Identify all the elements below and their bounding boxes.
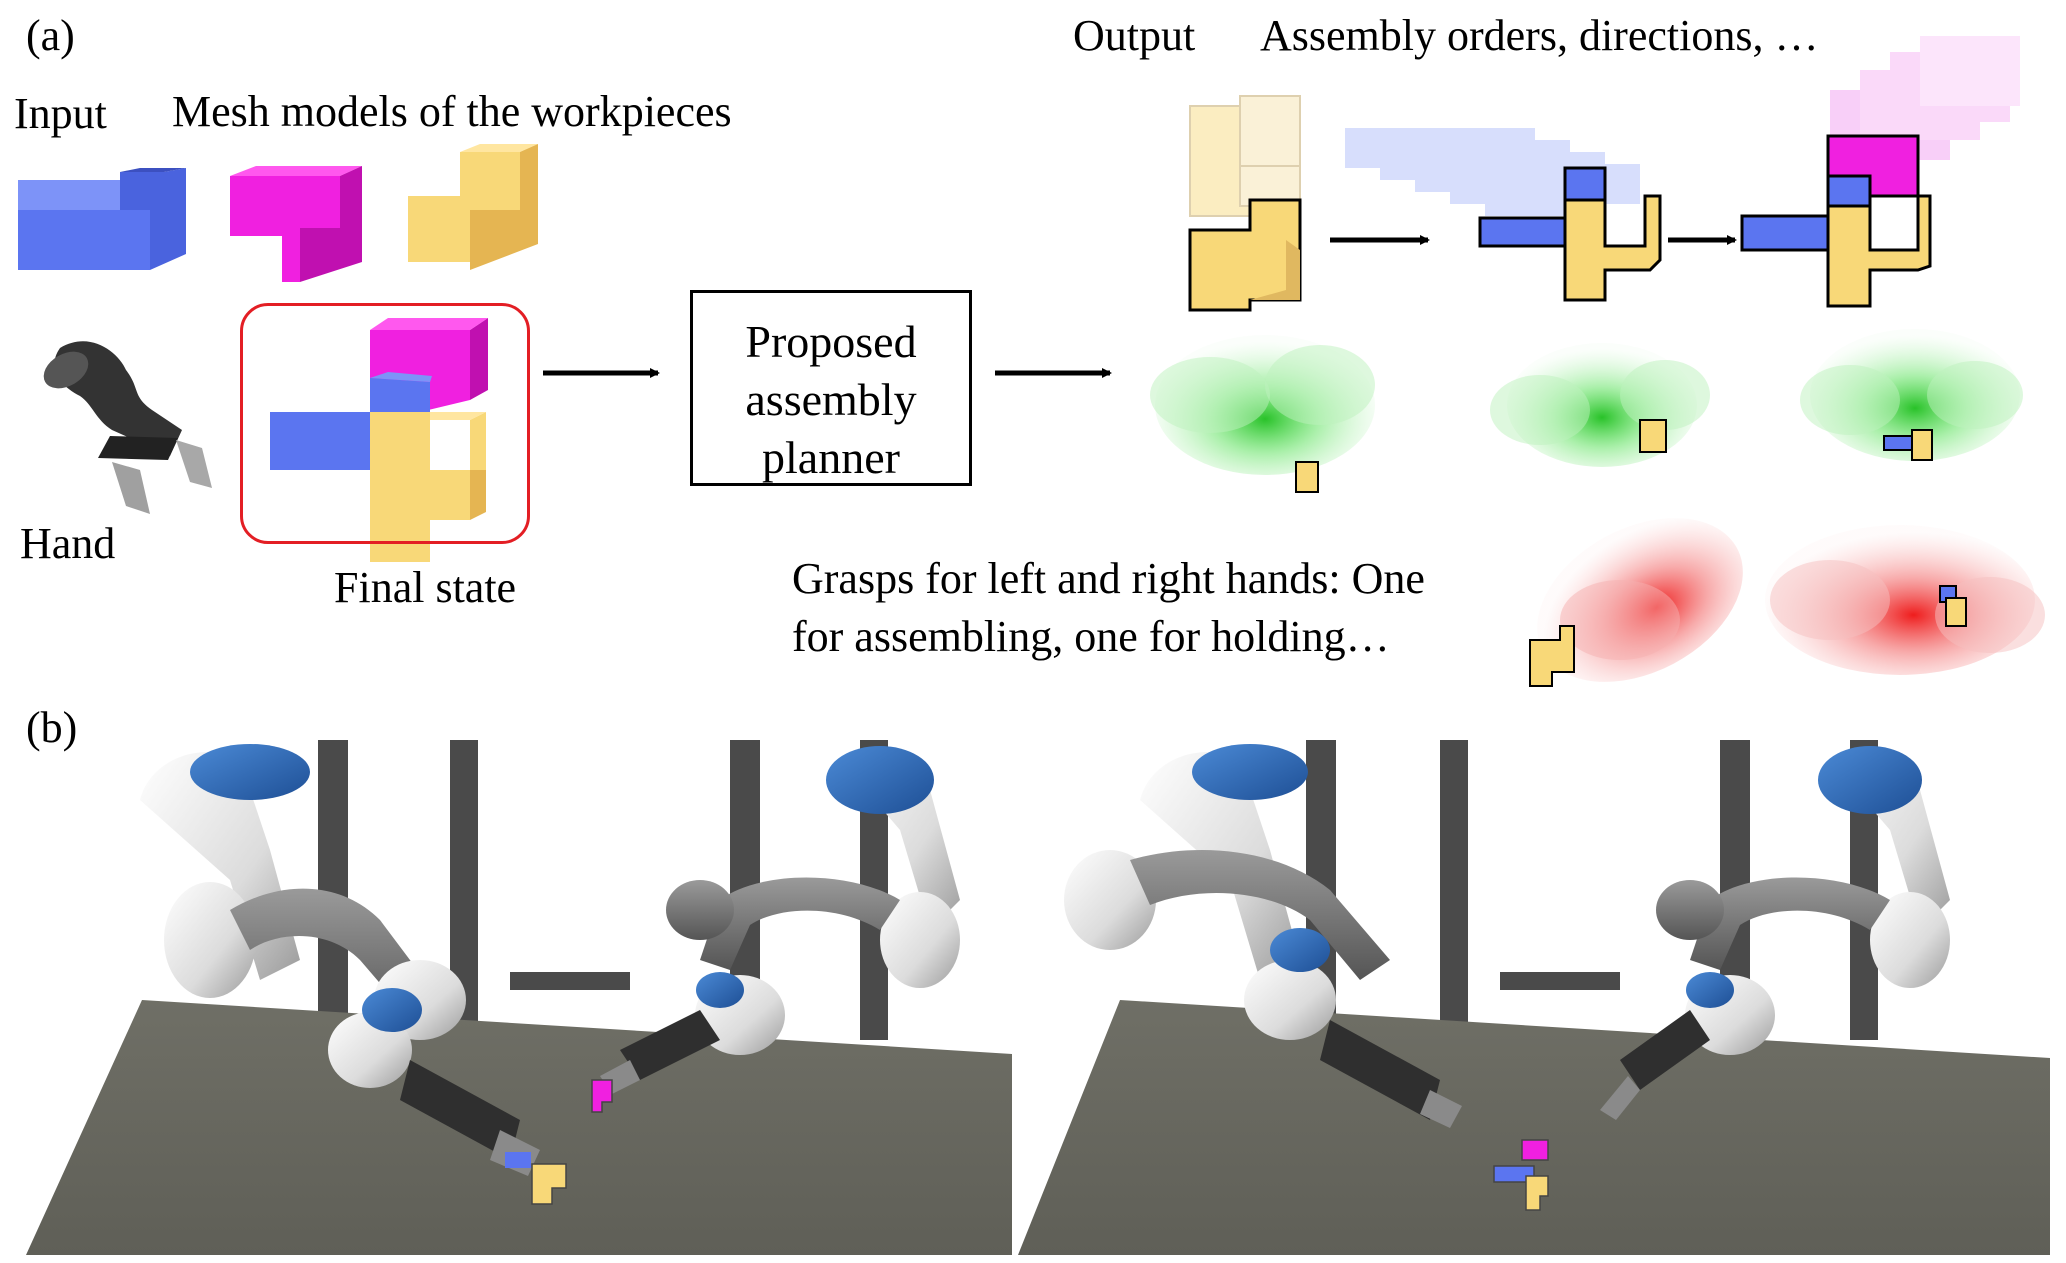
red-grasps-2	[1765, 525, 2045, 675]
simulation-scene-left	[0, 735, 1013, 1258]
final-state-label: Final state	[334, 563, 517, 612]
simulation-scene-right	[1016, 735, 2062, 1258]
magenta-workpiece	[230, 166, 362, 282]
output-label: Output	[1073, 11, 1196, 60]
grasps-description: Grasps for left and right hands: One for…	[792, 554, 1425, 661]
order-step-2	[1345, 128, 1662, 302]
blue-workpiece	[18, 168, 186, 270]
order-step-3	[1740, 36, 2020, 308]
assembly-planner-label: Proposed assembly planner	[745, 316, 917, 483]
hand-label: Hand	[20, 519, 116, 568]
output-description: Assembly orders, directions, …	[1260, 11, 1819, 60]
yellow-workpiece	[408, 144, 538, 270]
mesh-models-label: Mesh models of the workpieces	[172, 87, 732, 136]
green-grasps-2	[1490, 343, 1710, 467]
input-label: Input	[14, 89, 107, 138]
red-grasps-1	[1529, 518, 1743, 687]
green-grasps-1	[1150, 335, 1375, 493]
panel-b-label: (b)	[26, 703, 78, 752]
final-state-assembly	[270, 318, 488, 562]
final-state-box	[240, 303, 530, 544]
order-step-1	[1188, 95, 1302, 312]
assembly-planner-box: Proposed assembly planner	[690, 290, 972, 486]
gripper-hand	[43, 341, 212, 514]
panel-a-label: (a)	[26, 11, 75, 60]
green-grasps-3	[1800, 329, 2023, 461]
